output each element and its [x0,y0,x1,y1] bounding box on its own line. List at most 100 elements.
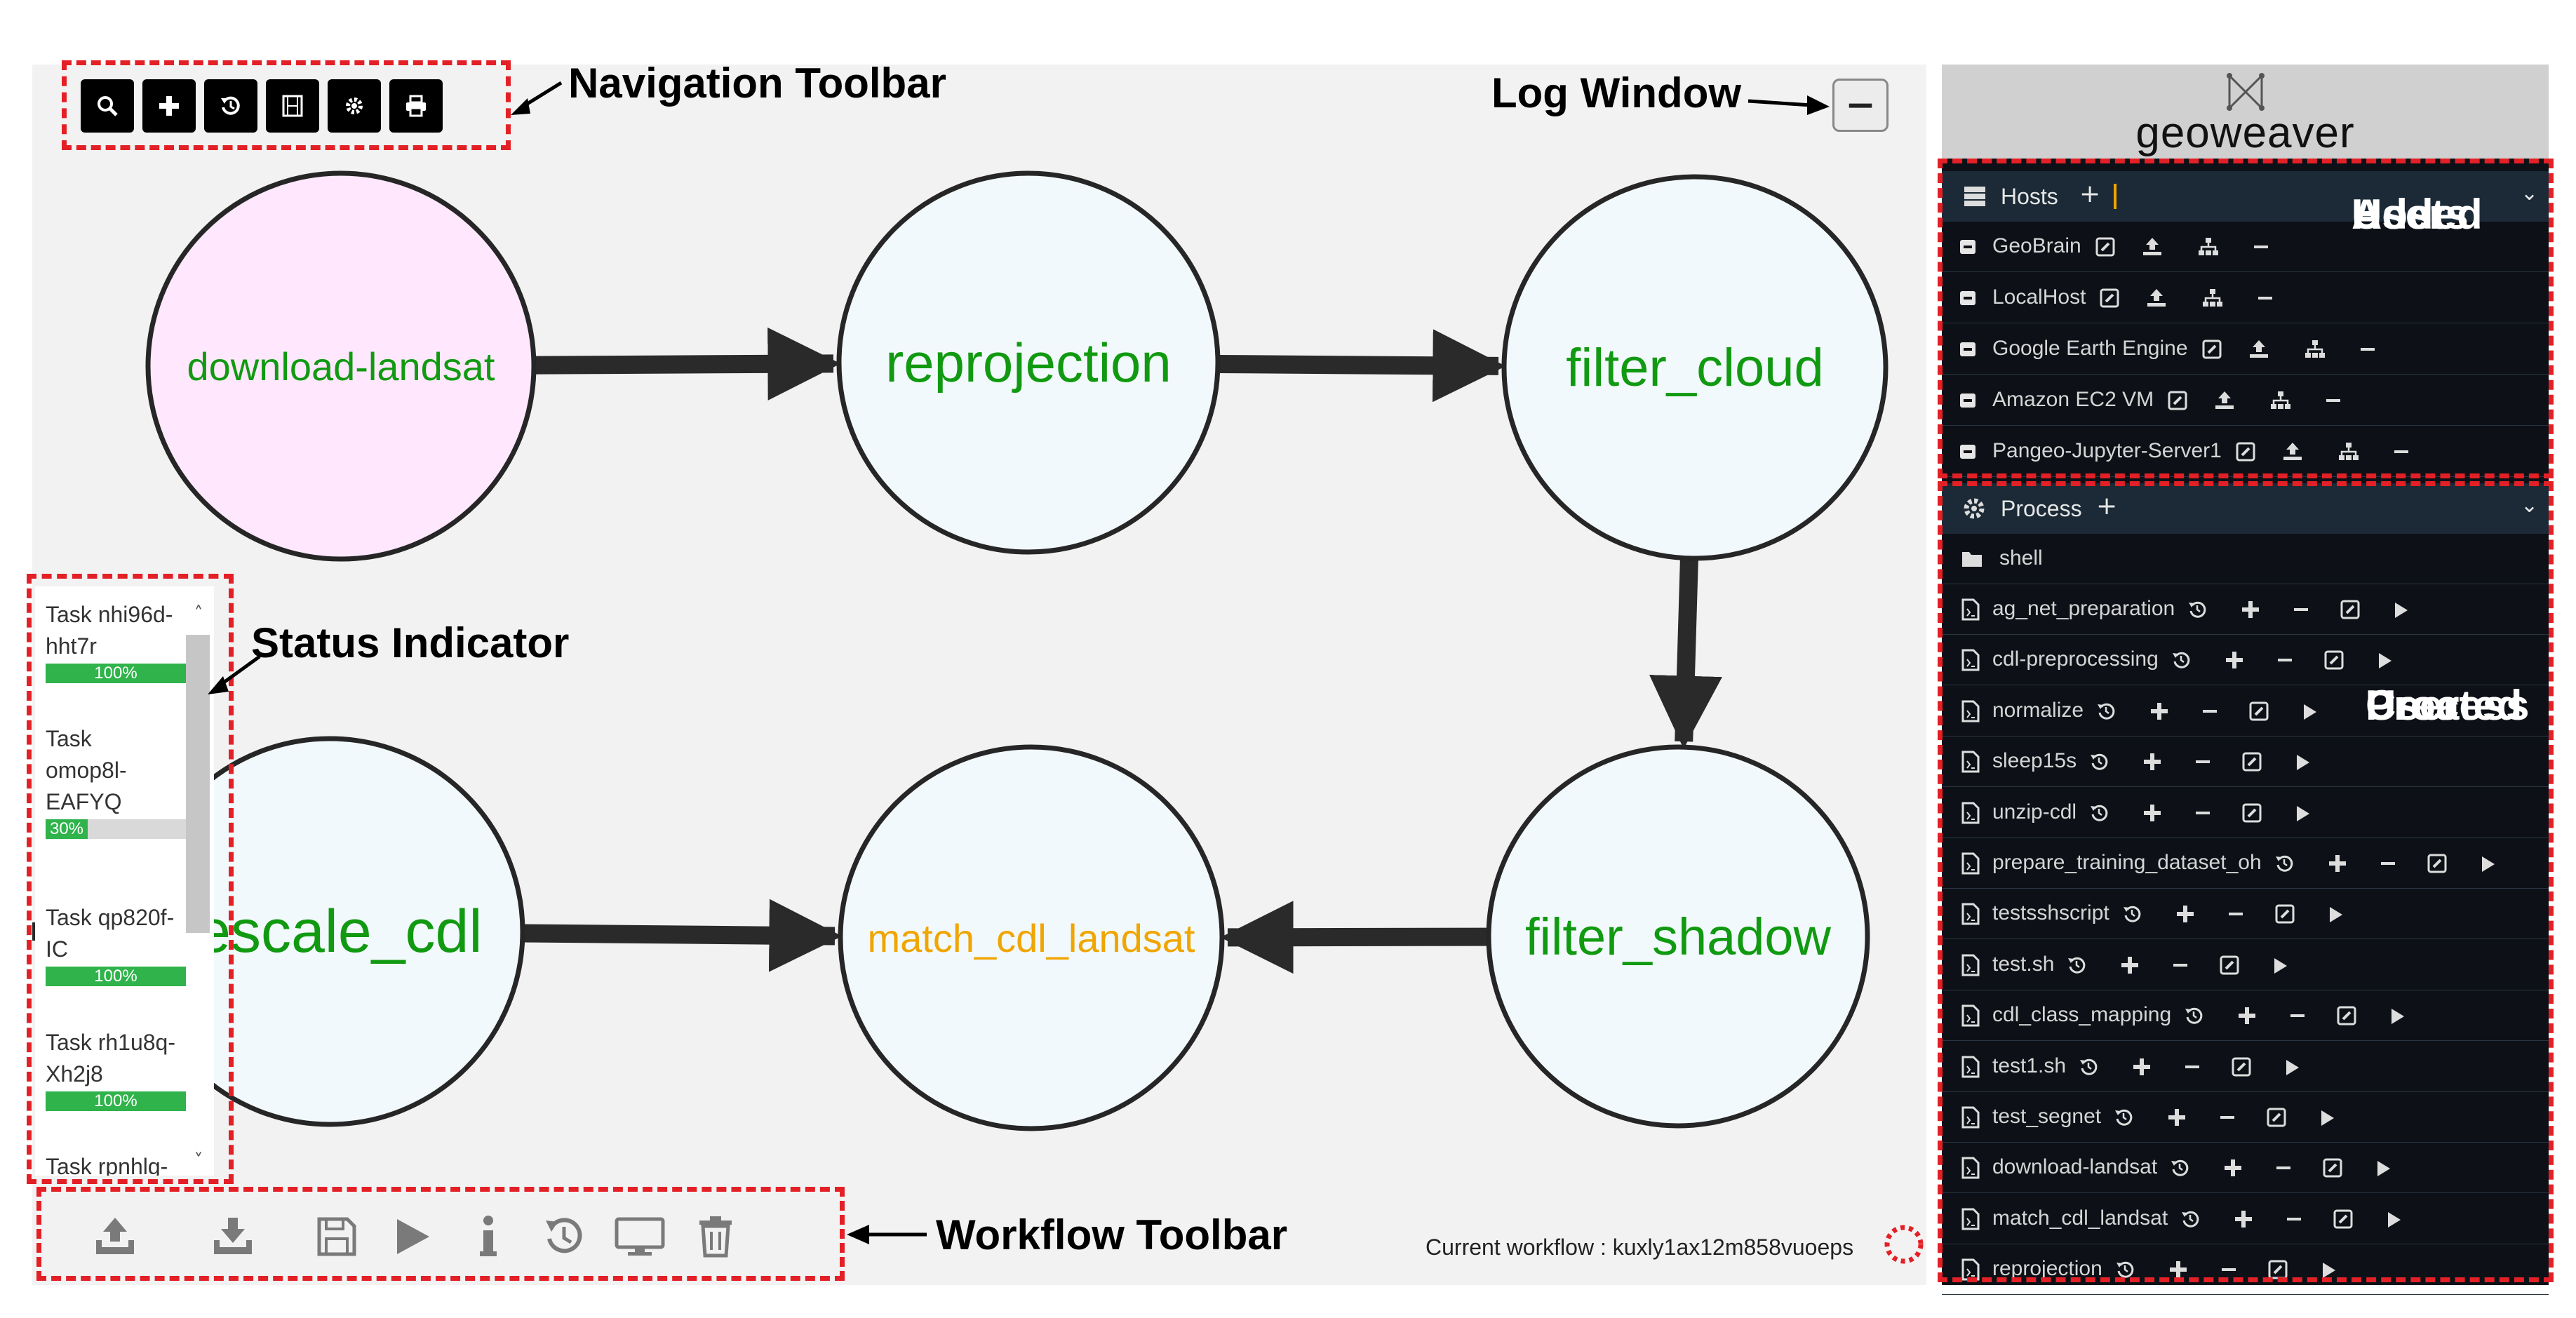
process-row[interactable]: normalize [1942,686,2549,737]
run-button[interactable] [375,1205,450,1268]
sitemap-icon[interactable] [2202,288,2223,308]
status-scrollbar-thumb[interactable] [186,635,210,933]
search-button[interactable] [81,79,134,133]
history-icon[interactable] [2170,1158,2189,1178]
delete-button[interactable] [678,1205,753,1268]
film-button[interactable] [266,79,319,133]
host-row[interactable]: GeoBrain [1942,222,2549,272]
collapse-box-icon[interactable] [1960,342,1975,356]
collapse-box-icon[interactable] [1960,240,1975,254]
play-icon[interactable] [2328,906,2344,924]
remove-host-icon[interactable] [2326,399,2341,402]
host-row[interactable]: LocalHost [1942,273,2549,323]
history-button-workflow[interactable] [526,1205,602,1268]
history-icon[interactable] [2122,904,2142,924]
history-icon[interactable] [2115,1260,2135,1279]
upload-button[interactable] [77,1205,153,1268]
history-icon[interactable] [2114,1108,2133,1127]
add-plus-icon[interactable] [2168,1109,2186,1126]
add-plus-icon[interactable] [2235,1210,2253,1228]
workflow-node-filter_shadow[interactable] [1486,744,1870,1129]
edit-icon[interactable] [2168,391,2187,410]
remove-process-icon[interactable] [2276,1166,2291,1170]
history-icon[interactable] [2079,1057,2098,1077]
play-icon[interactable] [2321,1261,2337,1279]
sitemap-icon[interactable] [2198,237,2219,257]
print-button[interactable] [389,79,443,133]
host-row[interactable]: Amazon EC2 VM [1942,375,2549,426]
edit-icon[interactable] [2337,1006,2356,1026]
remove-process-icon[interactable] [2277,659,2292,662]
remove-process-icon[interactable] [2173,963,2188,967]
history-icon[interactable] [2089,752,2109,772]
add-button[interactable] [142,79,196,133]
hosts-chevron-down-icon[interactable]: ⌄ [2521,181,2539,206]
workflow-node-reprojection[interactable] [836,170,1221,555]
host-row[interactable]: Google Earth Engine [1942,324,2549,375]
edit-icon[interactable] [2275,904,2295,924]
process-row[interactable]: testsshscript [1942,889,2549,940]
play-icon[interactable] [2302,703,2318,721]
edit-icon[interactable] [2095,237,2115,257]
remove-host-icon[interactable] [2253,246,2268,248]
add-plus-icon[interactable] [2328,855,2346,872]
edit-icon[interactable] [2242,803,2262,823]
edit-icon[interactable] [2324,650,2344,670]
process-chevron-down-icon[interactable]: ⌄ [2521,493,2539,518]
collapse-box-icon[interactable] [1960,394,1975,408]
history-icon[interactable] [2184,1006,2203,1026]
history-icon[interactable] [2067,955,2086,975]
upload-icon[interactable] [2282,442,2303,462]
download-button[interactable] [195,1205,271,1268]
workflow-node-filter_cloud[interactable] [1501,174,1889,561]
add-process-plus-icon[interactable]: + [2096,492,2118,520]
upload-icon[interactable] [2142,237,2163,257]
status-scroll-down-icon[interactable]: ˅ [194,1150,203,1171]
play-icon[interactable] [2320,1109,2335,1127]
add-plus-icon[interactable] [2242,601,2260,618]
remove-process-icon[interactable] [2185,1065,2200,1068]
upload-icon[interactable] [2146,288,2167,308]
process-row[interactable]: test1.sh [1942,1042,2549,1092]
upload-icon[interactable] [2214,391,2235,410]
process-section-header[interactable]: Process + ⌄ [1942,483,2549,534]
history-icon[interactable] [2187,600,2207,619]
add-plus-icon[interactable] [2144,804,2161,821]
save-button[interactable] [299,1205,375,1268]
play-icon[interactable] [2273,957,2288,975]
info-button[interactable] [450,1205,526,1268]
process-row[interactable]: sleep15s [1942,737,2549,788]
edit-icon[interactable] [2340,600,2360,619]
workflow-node-label[interactable]: filter_cloud [1566,337,1824,398]
process-row[interactable]: cdl_class_mapping [1942,990,2549,1042]
edit-icon[interactable] [2202,339,2222,359]
upload-icon[interactable] [2248,339,2269,359]
history-icon[interactable] [2096,701,2116,721]
collapse-box-icon[interactable] [1960,445,1975,459]
play-icon[interactable] [2394,601,2409,619]
edit-icon[interactable] [2268,1260,2288,1279]
edit-icon[interactable] [2427,854,2447,873]
sitemap-icon[interactable] [2338,442,2359,462]
process-row[interactable]: prepare_training_dataset_oh [1942,838,2549,889]
remove-process-icon[interactable] [2196,811,2211,814]
edit-icon[interactable] [2100,288,2119,308]
play-icon[interactable] [2481,855,2496,873]
workflow-node-download-landsat[interactable] [145,170,537,562]
edit-icon[interactable] [2249,701,2269,721]
edit-icon[interactable] [2242,752,2262,772]
process-row[interactable]: match_cdl_landsat [1942,1194,2549,1244]
edit-icon[interactable] [2333,1209,2353,1229]
add-host-plus-icon[interactable]: + [2079,180,2101,208]
status-scroll-up-icon[interactable]: ˄ [194,603,203,624]
process-row[interactable]: reprojection [1942,1244,2549,1296]
process-row[interactable]: ag_net_preparation [1942,584,2549,635]
history-button[interactable] [204,79,257,133]
process-folder-shell[interactable]: shell [1942,534,2549,584]
process-row[interactable]: cdl-preprocessing [1942,635,2549,686]
remove-host-icon[interactable] [2360,348,2375,351]
edit-icon[interactable] [2267,1108,2286,1127]
monitor-button[interactable] [602,1205,678,1268]
host-row[interactable]: Pangeo-Jupyter-Server1 [1942,426,2549,477]
